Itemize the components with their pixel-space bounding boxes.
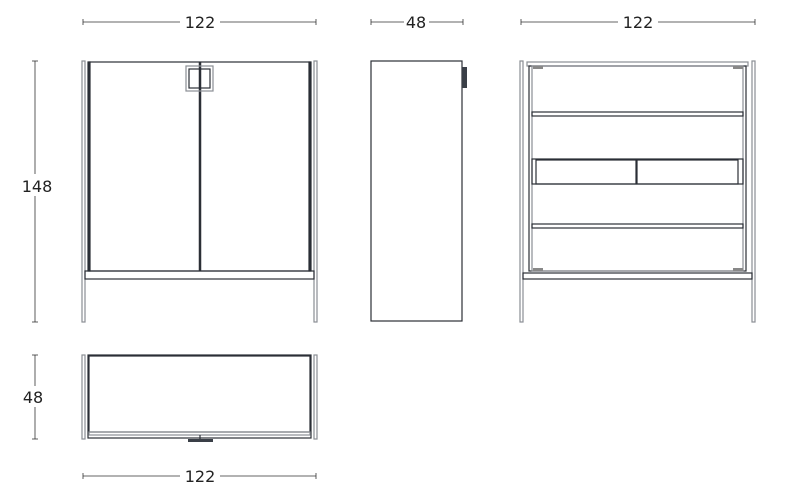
- dimension-top-depth: 48: [23, 354, 43, 440]
- left-leg: [81, 60, 86, 323]
- dimension-height: 148: [22, 60, 53, 323]
- height-label: 148: [22, 177, 53, 196]
- plinth: [522, 272, 753, 280]
- side-view: [370, 60, 467, 322]
- back-width-label: 122: [623, 13, 654, 32]
- front-view: [81, 60, 318, 323]
- top-handle: [188, 439, 213, 442]
- side-depth-label: 48: [406, 13, 426, 32]
- dimension-side-depth: 48: [370, 13, 464, 32]
- top-depth-label: 48: [23, 388, 43, 407]
- front-width-label: 122: [185, 13, 216, 32]
- drawer: [636, 159, 739, 185]
- shelf: [531, 223, 744, 229]
- dimension-top-width: 122: [82, 467, 317, 486]
- drawer: [535, 159, 637, 185]
- top-width-label: 122: [185, 467, 216, 486]
- shelf: [531, 111, 744, 117]
- right-leg: [313, 60, 318, 323]
- open-view: [519, 60, 756, 323]
- handle-icon: [185, 65, 214, 92]
- side-handle: [462, 67, 467, 88]
- plinth: [84, 270, 315, 280]
- dimension-front-width: 122: [82, 13, 317, 32]
- top-view: [81, 354, 318, 442]
- dimension-back-width: 122: [520, 13, 756, 32]
